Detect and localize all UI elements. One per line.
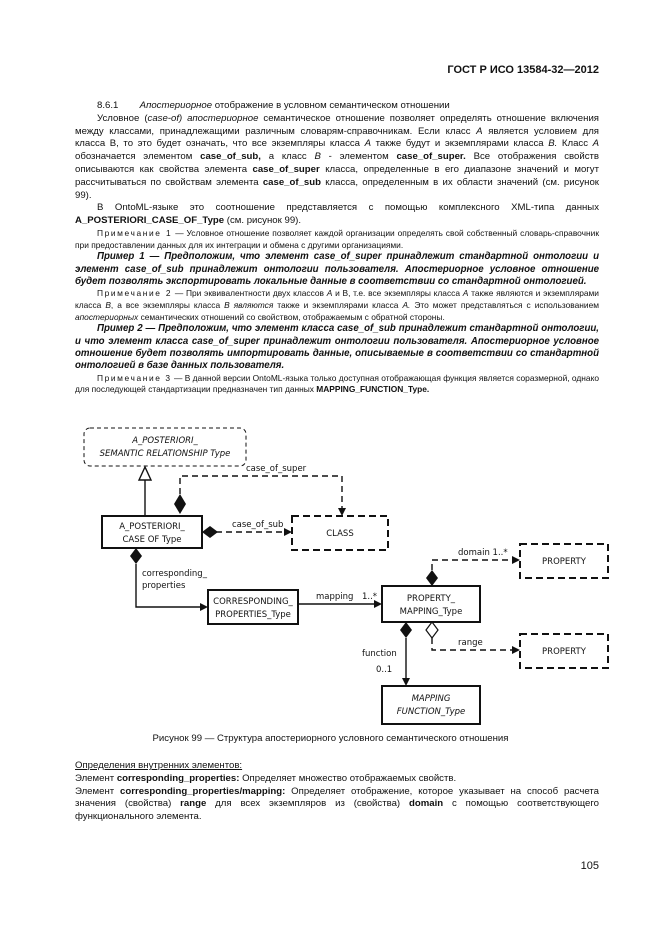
box-semantic-label-2: SEMANTIC RELATIONSHIP Type (100, 449, 231, 459)
paragraph-1: Условное (case-of) апостериорное семанти… (75, 112, 599, 201)
box-caseof-label-1: A_POSTERIORI_ (119, 522, 185, 532)
mapping-arrowhead (374, 600, 382, 608)
range-diamond (425, 621, 439, 639)
label-range: range (458, 638, 483, 648)
box-class (291, 515, 389, 551)
label-multiplicity-1n: 1..* (362, 592, 377, 602)
domain-line (431, 559, 516, 570)
note-3: Примечание 3 — В данной версии OntoML-яз… (75, 372, 599, 395)
section-heading: 8.6.1 Апостериорное отображение в условн… (75, 100, 599, 113)
box-class-label: CLASS (326, 529, 353, 539)
document-id: ГОСТ Р ИСО 13584-32—2012 (447, 64, 599, 76)
function-arrowhead (402, 678, 410, 686)
box-semantic-relationship (83, 427, 247, 467)
corresponding-properties-arrowhead (200, 603, 208, 611)
note-1: Примечание 1 — Условное отношение позвол… (75, 227, 599, 250)
example-1: Пример 1 — Предположим, что элемент case… (75, 251, 599, 287)
section-title: отображение в условном семантическом отн… (212, 100, 450, 111)
box-corr-label-2: PROPERTIES_Type (215, 610, 291, 620)
label-domain: domain 1..* (458, 548, 508, 558)
definition-1: Элемент corresponding_properties: Опреде… (75, 772, 457, 784)
label-case-of-sub: case_of_sub (232, 520, 283, 530)
label-mapping: mapping (316, 592, 353, 602)
box-corr-label-1: CORRESPONDING_ (213, 597, 293, 607)
box-propmap-label-1: PROPERTY_ (407, 594, 456, 604)
definition-2: Элемент corresponding_properties/mapping… (75, 785, 599, 823)
label-function: function (362, 649, 397, 659)
case-of-sub-diamond (202, 526, 218, 538)
generalization-arrowhead (137, 465, 153, 481)
range-arrowhead (512, 646, 520, 654)
box-property-range-label: PROPERTY (542, 647, 587, 657)
box-semantic-label-1: A_POSTERIORI_ (131, 436, 198, 446)
example-2: Пример 2 — Предположим, что элемент клас… (75, 323, 599, 372)
label-corresponding-1: corresponding_ (142, 569, 208, 579)
box-caseof-label-2: CASE OF Type (122, 535, 181, 545)
figure-caption: Рисунок 99 — Структура апостериорного ус… (152, 733, 509, 744)
definitions-heading: Определения внутренних элементов: (75, 760, 243, 771)
note-2: Примечание 2 — При эквивалентности двух … (75, 288, 599, 322)
case-of-super-diamond (174, 494, 186, 514)
box-property-domain (519, 543, 609, 579)
page-number: 105 (580, 860, 599, 872)
main-text: 8.6.1 Апостериорное отображение в условн… (75, 100, 599, 396)
case-of-super-line (179, 475, 343, 512)
case-of-super-arrowhead (338, 508, 346, 516)
corresponding-properties-line (135, 564, 204, 608)
paragraph-2: В OntoML-языке это соотношение представл… (75, 202, 599, 227)
corresponding-properties-diamond (130, 548, 142, 564)
box-mapfn-label-1: MAPPING (412, 694, 451, 704)
function-diamond (400, 622, 412, 638)
range-line (431, 638, 516, 651)
section-number: 8.6.1 (97, 100, 119, 111)
domain-arrowhead (512, 556, 520, 564)
uml-diagram: A_POSTERIORI_ SEMANTIC RELATIONSHIP Type… (83, 427, 609, 725)
box-propmap-label-2: MAPPING_Type (400, 607, 463, 617)
label-multiplicity-01: 0..1 (376, 665, 392, 675)
case-of-sub-arrowhead (284, 528, 292, 536)
box-property-domain-label: PROPERTY (542, 557, 587, 567)
box-mapping-function (381, 685, 481, 725)
definitions: Определения внутренних элементов: Элемен… (75, 760, 599, 824)
box-mapfn-label-2: FUNCTION_Type (397, 707, 466, 717)
section-title-italic: Апостериорное (139, 100, 213, 111)
label-corresponding-2: properties (142, 581, 186, 591)
domain-diamond (426, 570, 438, 586)
label-case-of-super: case_of_super (246, 464, 307, 474)
box-property-range (519, 633, 609, 669)
